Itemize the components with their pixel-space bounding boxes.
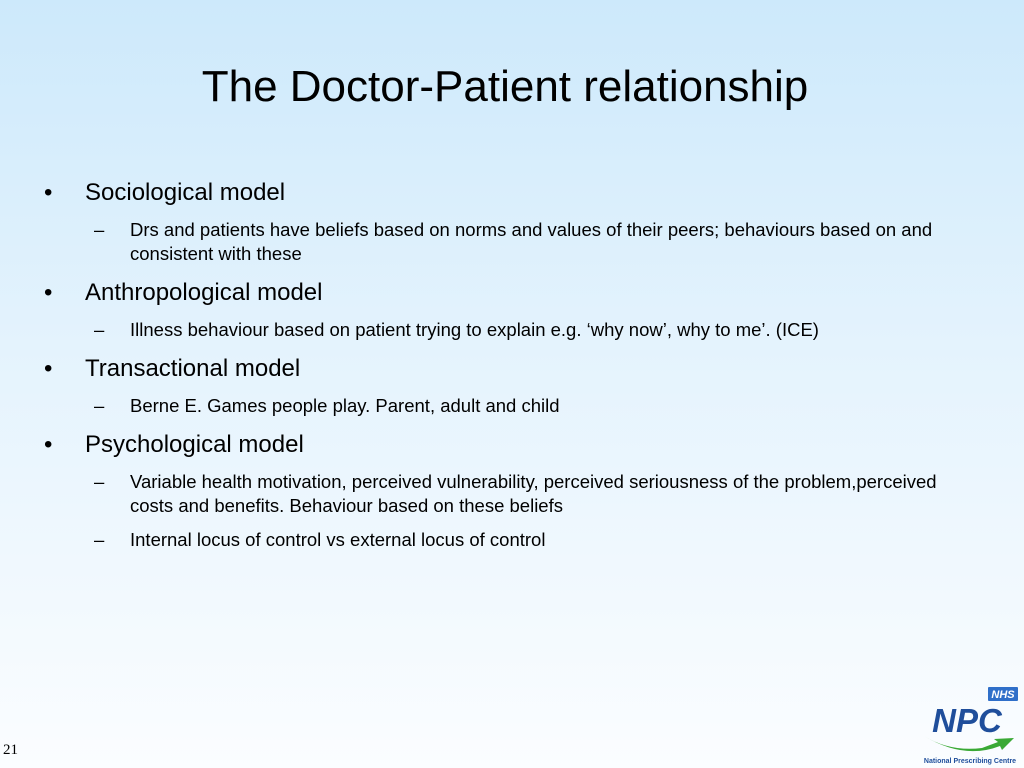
sub-bullet-item: – Drs and patients have beliefs based on…: [94, 218, 944, 266]
bullet-heading: Anthropological model: [85, 279, 323, 306]
nhs-badge-text: NHS: [991, 689, 1015, 701]
sub-bullet-item: – Internal locus of control vs external …: [94, 528, 944, 552]
section-psychological: • Psychological model – Variable health …: [44, 430, 944, 552]
npc-subtitle: National Prescribing Centre: [924, 758, 1016, 765]
sub-bullet-text: Variable health motivation, perceived vu…: [130, 471, 937, 516]
bullet-item: • Sociological model: [44, 178, 944, 208]
sub-bullet-text: Internal locus of control vs external lo…: [130, 529, 546, 550]
sub-bullet-text: Illness behaviour based on patient tryin…: [130, 319, 819, 340]
sub-bullet-text: Drs and patients have beliefs based on n…: [130, 219, 933, 264]
bullet-item: • Psychological model: [44, 430, 944, 460]
dash-marker: –: [94, 471, 105, 492]
bullet-heading: Transactional model: [85, 355, 301, 382]
sub-bullet-item: – Berne E. Games people play. Parent, ad…: [94, 394, 944, 418]
slide-number: 21: [3, 742, 18, 758]
npc-wordmark: NPC: [932, 702, 1003, 739]
slide-content: • Sociological model – Drs and patients …: [44, 178, 944, 564]
npc-logo: NHS NPC National Prescribing Centre: [924, 687, 1018, 765]
section-sociological: • Sociological model – Drs and patients …: [44, 178, 944, 266]
section-anthropological: • Anthropological model – Illness behavi…: [44, 278, 944, 342]
section-transactional: • Transactional model – Berne E. Games p…: [44, 354, 944, 418]
bullet-dot: •: [44, 355, 53, 382]
dash-marker: –: [94, 529, 105, 550]
bullet-heading: Psychological model: [85, 431, 304, 458]
bullet-dot: •: [44, 279, 53, 306]
sub-bullet-text: Berne E. Games people play. Parent, adul…: [130, 395, 560, 416]
bullet-dot: •: [44, 431, 53, 458]
sub-bullet-item: – Variable health motivation, perceived …: [94, 470, 944, 518]
slide-title: The Doctor-Patient relationship: [201, 62, 809, 111]
nhs-badge: [988, 687, 1018, 701]
dash-marker: –: [94, 219, 105, 240]
bullet-dot: •: [44, 179, 53, 206]
bullet-item: • Anthropological model: [44, 278, 944, 308]
dash-marker: –: [94, 319, 105, 340]
dash-marker: –: [94, 395, 105, 416]
bullet-item: • Transactional model: [44, 354, 944, 384]
bullet-heading: Sociological model: [85, 179, 286, 206]
sub-bullet-item: – Illness behaviour based on patient try…: [94, 318, 944, 342]
green-swoosh: [924, 736, 1014, 752]
